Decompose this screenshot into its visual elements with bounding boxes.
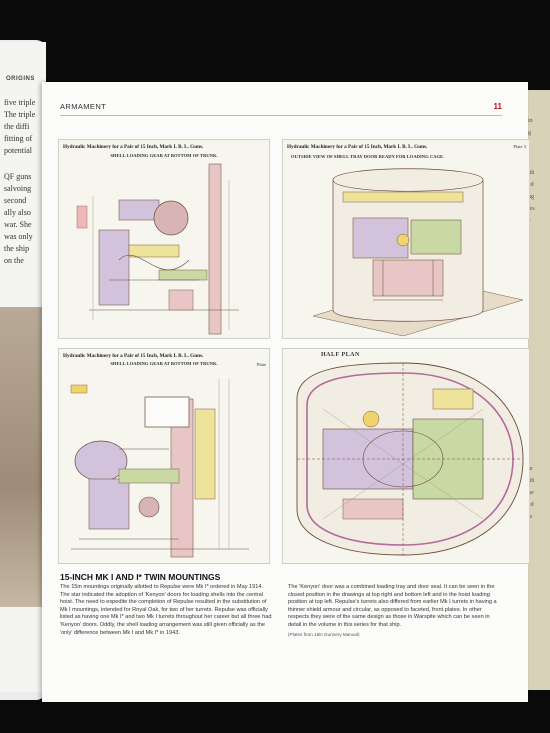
caption-right-text: The 'Kenyon' door was a combined loading…: [288, 584, 497, 628]
caption-left-column: The 15in mountings originally allotted t…: [60, 584, 274, 637]
previous-page-fragment: salvoing: [4, 184, 32, 193]
page-number: 11: [493, 102, 502, 111]
section-header: ARMAMENT: [60, 102, 107, 111]
previous-page: ORIGINS five triple The triple the diffi…: [0, 42, 46, 692]
plate-subtitle: SHELL LOADING GEAR AT BOTTOM OF TRUNK.: [110, 153, 218, 158]
previous-page-fragment: war. She: [4, 220, 32, 229]
plate-drawing: [76, 163, 239, 335]
plate-shell-loading-gear-1: Hydraulic Machinery for a Pair of 15 Inc…: [58, 139, 270, 339]
previous-page-fragment: fitting of: [4, 134, 33, 143]
plate-title: Hydraulic Machinery for a Pair of 15 Inc…: [63, 144, 204, 150]
previous-page-fragment: the ship: [4, 244, 30, 253]
next-page-fragment: g: [528, 130, 531, 136]
previous-page-fragment: ally also: [4, 208, 31, 217]
plate-number: Plate: [256, 362, 266, 367]
book-page: ARMAMENT 11 Hydraulic Machinery for a Pa…: [42, 82, 530, 702]
previous-page-fragment: potential: [4, 146, 32, 155]
plate-title: Hydraulic Machinery for a Pair of 15 Inc…: [287, 144, 428, 150]
next-page-fragment: ed: [528, 182, 534, 188]
next-page-fragment: he: [528, 490, 534, 496]
plate-half-plan: HALF PLAN: [282, 348, 530, 564]
plate-drawing: [312, 168, 524, 337]
next-page-fragment: ith: [528, 478, 535, 484]
plate-title: Hydraulic Machinery for a Pair of 15 Inc…: [63, 353, 204, 359]
previous-page-fragment: was only: [4, 232, 33, 241]
header-rule: [60, 115, 502, 116]
next-page-fragment: ng: [528, 194, 534, 200]
plate-shell-loading-gear-2: Hydraulic Machinery for a Pair of 15 Inc…: [58, 348, 270, 564]
plate-subtitle: OUTSIDE VIEW OF SHELL TRAY DOOR READY FO…: [291, 154, 445, 159]
next-page-fragment: ed: [528, 502, 534, 508]
previous-page-fragment: second: [4, 196, 27, 205]
previous-page-photo: [0, 307, 46, 607]
previous-page-fragment: The triple: [4, 110, 36, 119]
plate-number: Plate 3: [513, 144, 526, 149]
caption-credit: (Plates from 15in Gunnery Manual): [288, 631, 360, 637]
plate-drawing: [296, 362, 524, 556]
previous-page-header: ORIGINS: [6, 76, 35, 82]
plate-subtitle: SHELL LOADING GEAR AT BOTTOM OF TRUNK.: [110, 361, 218, 366]
previous-page-fragment: the diffi: [4, 122, 30, 131]
previous-page-fragment: QF guns: [4, 172, 32, 181]
caption-left-text: The 15in mountings originally allotted t…: [60, 584, 272, 636]
next-page-fragment: ith: [528, 170, 535, 176]
plate-shell-tray-door: Hydraulic Machinery for a Pair of 15 Inc…: [282, 139, 530, 339]
caption-heading: 15-INCH MK I AND I* TWIN MOUNTINGS: [60, 572, 221, 582]
previous-page-fragment: five triple: [4, 98, 36, 107]
previous-page-fragment: on the: [4, 256, 24, 265]
plate-drawing: [70, 379, 249, 558]
plate-title: HALF PLAN: [321, 352, 360, 358]
next-page-fragment: rs: [528, 514, 533, 520]
next-page-fragment: in: [528, 118, 533, 124]
caption-right-column: The 'Kenyon' door was a combined loading…: [288, 584, 502, 638]
next-page-fragment: ies: [528, 206, 535, 212]
next-page-fragment: in: [528, 466, 533, 472]
next-page-edge: in g ith ed ng ies e in ith he ed rs: [528, 90, 550, 690]
